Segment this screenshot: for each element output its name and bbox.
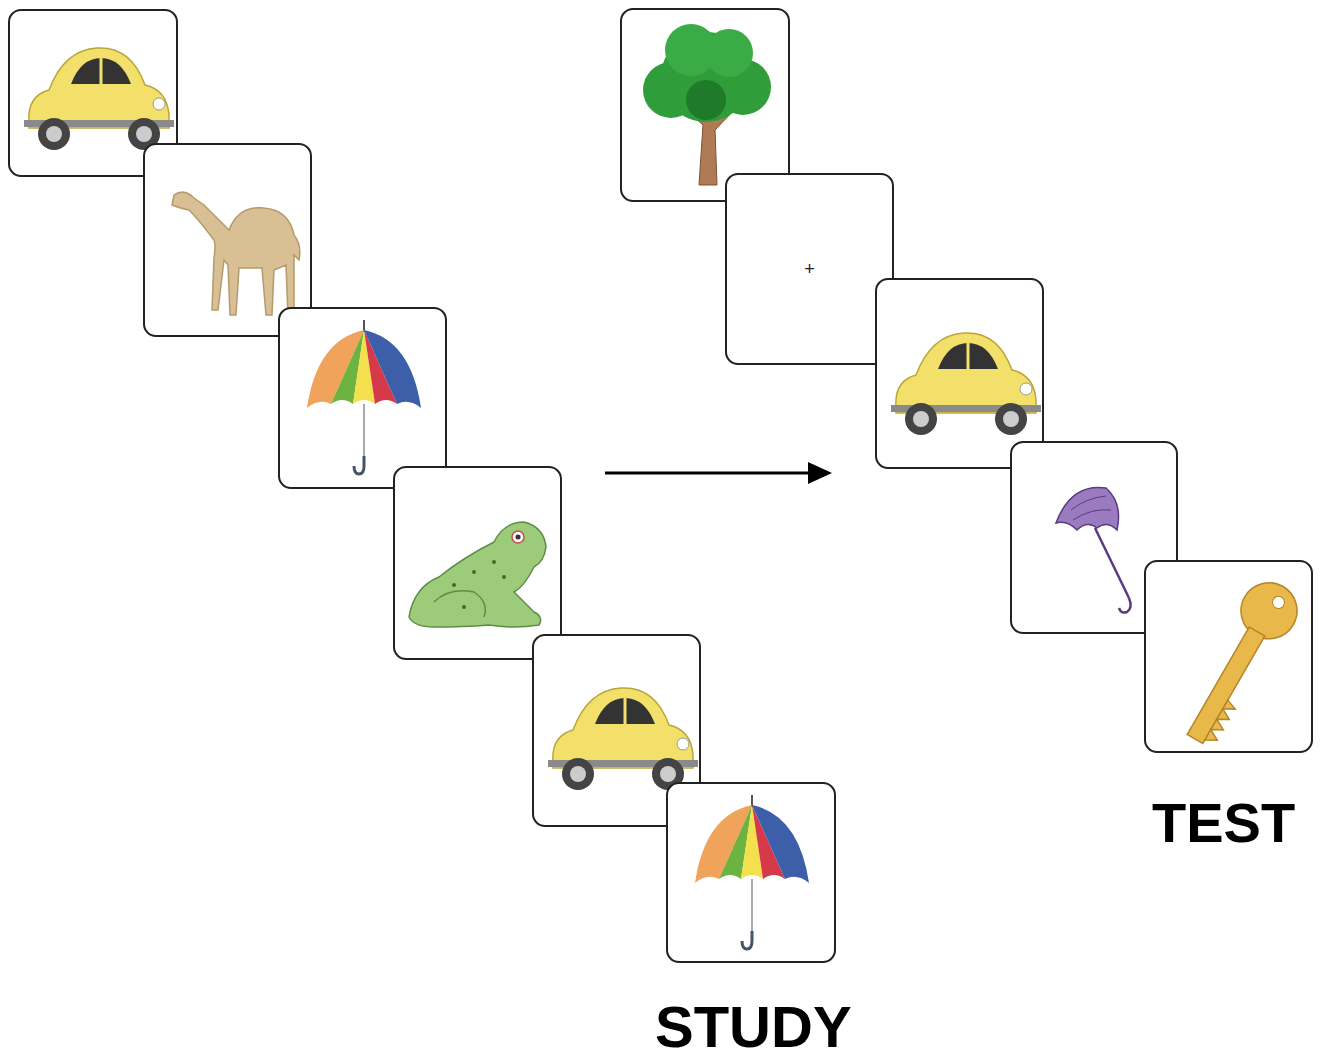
phase-label: TEST bbox=[1152, 795, 1295, 851]
phase-label: STUDY bbox=[655, 998, 852, 1056]
fixation-cross: + bbox=[804, 260, 815, 278]
fixation-card: + bbox=[726, 174, 893, 364]
